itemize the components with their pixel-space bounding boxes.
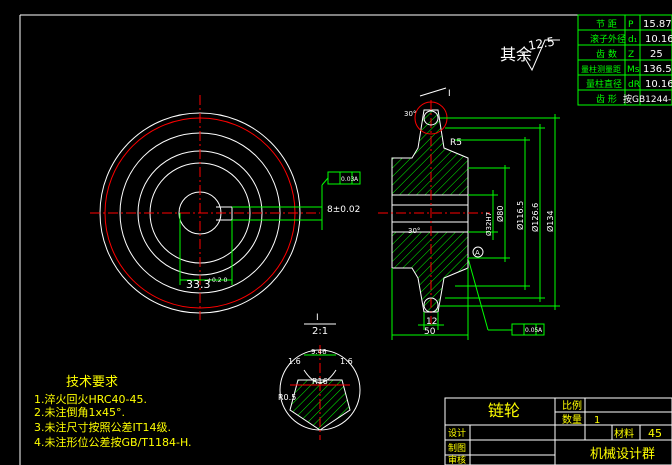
param-value-profile: 按GB1244- [623, 93, 671, 105]
param-symbol-roller: d₁ [628, 35, 638, 45]
keyway-width: 33.3 [186, 278, 211, 291]
roughness-note: 其余 12.5 [500, 35, 560, 72]
tech-item-2: 2.未注倒角1x45°. [34, 405, 125, 419]
param-value-pitch: 15.875 [643, 19, 672, 30]
scale-label: 比例 [562, 399, 582, 412]
detail-dim-left: 1.6 [288, 357, 301, 366]
param-value-measure: 136.5 [643, 64, 672, 75]
param-value-roller: 10.16 [645, 34, 672, 45]
detail-view: I 2:1 9.46 1.6 1.6 R16 R0.5 [278, 313, 361, 440]
param-label-pin: 量柱直径 [586, 78, 622, 90]
dim-root: Ø116.5 [515, 201, 525, 230]
tol-frame-2: 0.05 [525, 327, 539, 334]
width-small: 12 [426, 317, 437, 327]
param-value-pin: 10.16 [645, 79, 672, 90]
design-label: 设计 [448, 427, 466, 439]
param-value-teeth: 25 [650, 49, 663, 60]
material-label: 材料 [614, 427, 634, 440]
detail-marker: I [448, 89, 451, 99]
tech-title: 技术要求 [66, 375, 118, 390]
detail-radius-outer: R0.5 [278, 393, 296, 402]
keyway-tolerance: +0.2 0 [207, 277, 227, 284]
dim-hub: Ø80 [495, 206, 505, 222]
tech-item-3: 3.未注尺寸按照公差IT14级. [34, 420, 171, 434]
param-symbol-pin: dR [628, 80, 640, 90]
tech-requirements: 技术要求 1.淬火回火HRC40-45. 2.未注倒角1x45°. 3.未注尺寸… [34, 375, 192, 449]
front-view: 33.3 +0.2 0 0.03 A 8±0.02 [90, 95, 361, 320]
tol-frame-1: 0.03 [341, 176, 355, 183]
qty-label: 数量 [562, 413, 582, 426]
draw-label: 制图 [448, 442, 466, 454]
param-label-teeth: 齿 数 [596, 48, 617, 60]
tol-ref-2: A [538, 327, 543, 334]
org-name: 机械设计群 [590, 447, 655, 462]
params-table: 节 距 P 15.875 滚子外径 d₁ 10.16 齿 数 Z 25 量柱测量… [577, 14, 672, 106]
check-label: 审核 [448, 454, 466, 465]
dim-bore: Ø32H7 [485, 212, 493, 236]
detail-dim-right: 1.6 [340, 357, 353, 366]
qty-value: 1 [594, 415, 600, 426]
param-symbol-measure: Ms [627, 65, 640, 75]
roughness-prefix: 其余 [500, 45, 532, 64]
param-label-profile: 齿 形 [596, 93, 617, 105]
detail-scale: 2:1 [312, 326, 328, 337]
material-value: 45 [648, 427, 662, 440]
param-symbol-pitch: P [628, 20, 634, 30]
section-view: I 30° R5 30° A Ø32H7 Ø80 Ø116.5 Ø126.6 Ø… [378, 87, 560, 340]
width-total: 50 [424, 327, 436, 337]
datum-a: A [475, 249, 480, 257]
tol-ref-1: A [354, 176, 359, 183]
tech-item-4: 4.未注形位公差按GB/T1184-H. [34, 435, 192, 449]
angle-bottom: 30° [408, 227, 420, 235]
detail-dim-top: 9.46 [311, 348, 327, 356]
dim-pitch: Ø126.6 [530, 203, 540, 232]
title-block: 链轮 比例 数量 1 材料 45 设计 制图 审核 机械设计群 [444, 397, 672, 465]
angle-top: 30° [404, 110, 416, 118]
detail-radius-inner: R16 [312, 377, 328, 386]
radius-r5: R5 [450, 138, 462, 148]
param-label-roller: 滚子外径 [590, 33, 626, 45]
keyway-dim: 8±0.02 [327, 205, 360, 215]
detail-label: I [316, 313, 319, 323]
param-symbol-teeth: Z [628, 50, 634, 60]
dim-outer: Ø134 [545, 210, 555, 232]
param-label-pitch: 节 距 [596, 19, 617, 30]
tech-item-1: 1.淬火回火HRC40-45. [34, 392, 147, 406]
part-name: 链轮 [488, 401, 520, 420]
roughness-value: 12.5 [527, 35, 556, 53]
param-label-measure: 量柱测量距 [581, 64, 621, 74]
